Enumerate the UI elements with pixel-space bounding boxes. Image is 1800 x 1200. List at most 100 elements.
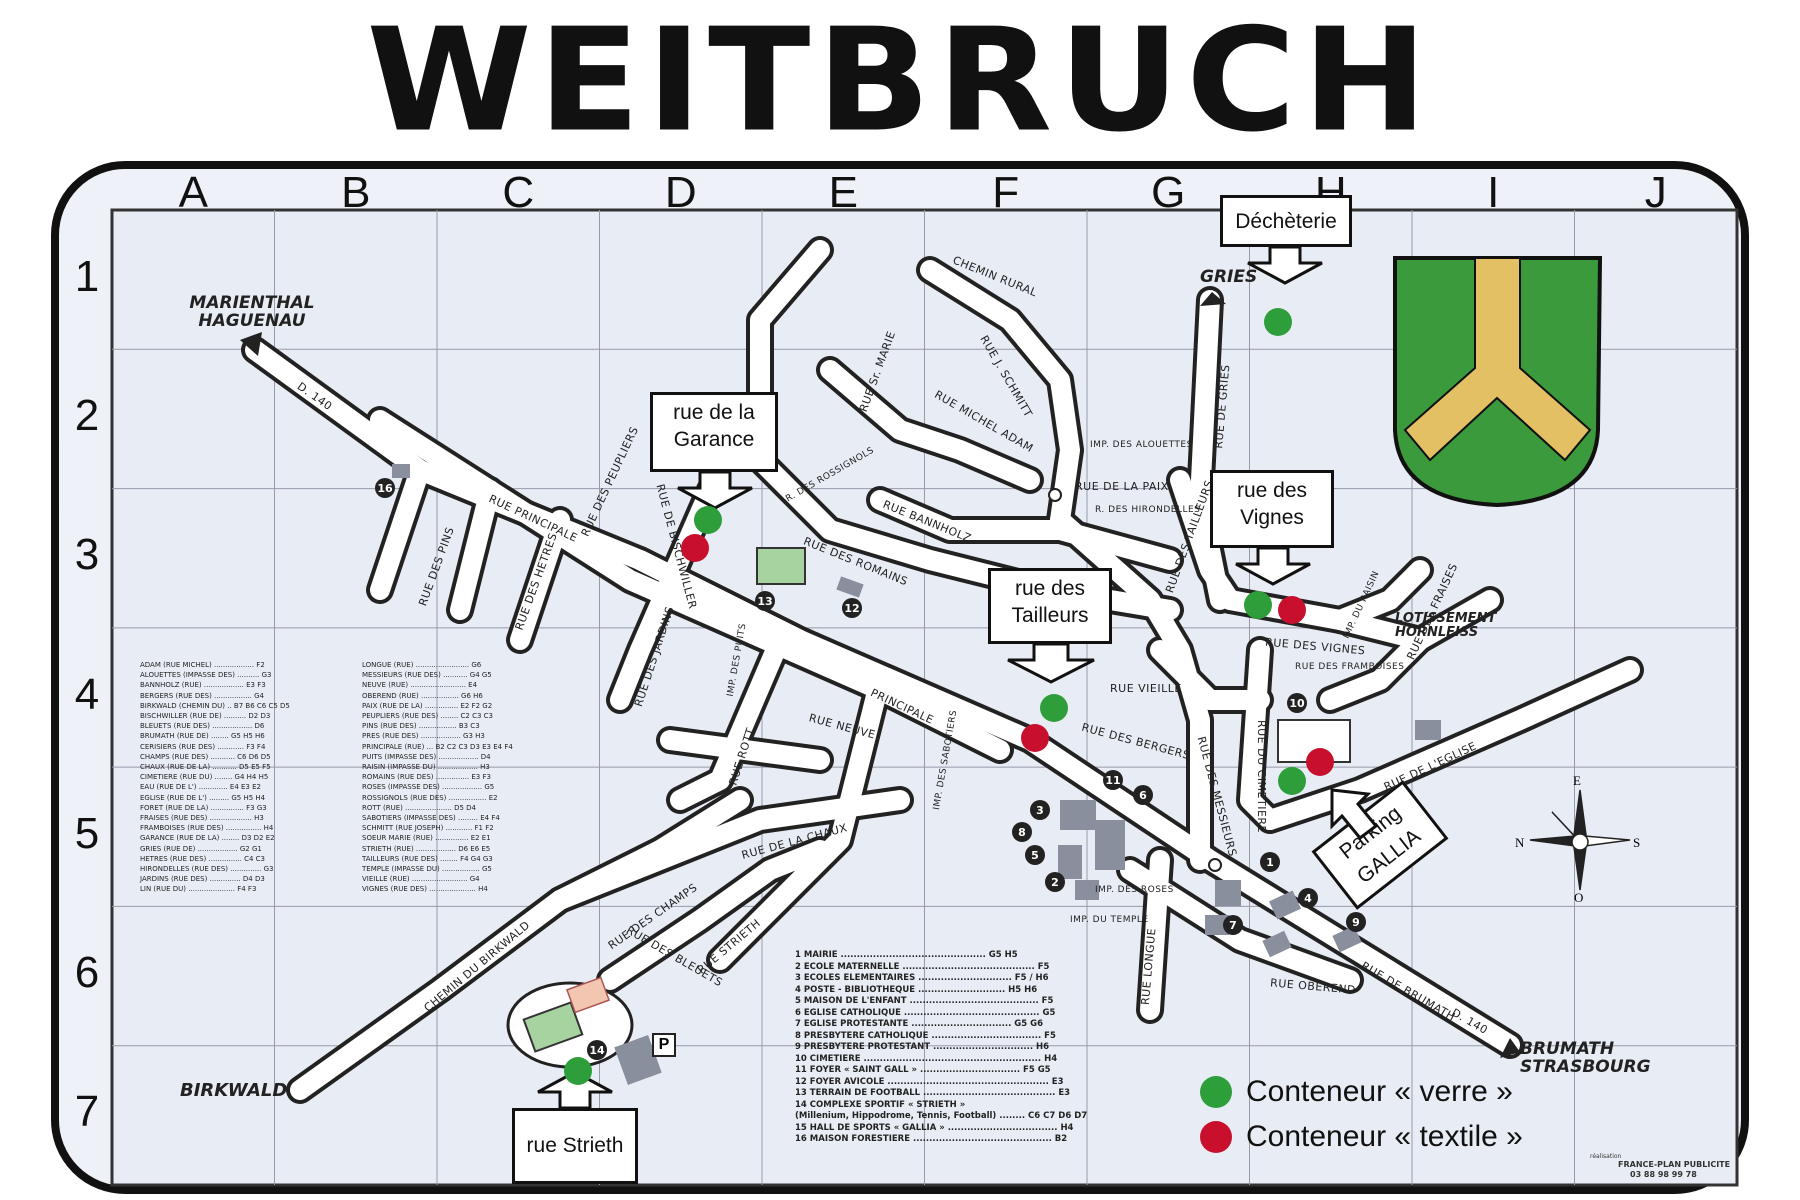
poi-marker-circle xyxy=(1223,915,1243,935)
street-imp-des-alouettes: IMP. DES ALOUETTES xyxy=(1090,440,1193,450)
weitbruch-crest xyxy=(1393,256,1603,508)
street-index-item: BANNHOLZ (RUE) .................. E3 F3 xyxy=(140,681,266,690)
compass-e: E xyxy=(1573,773,1581,788)
street-index-item: ROSES (IMPASSE DES) .................. G… xyxy=(362,783,495,792)
poi-marker-number: 12 xyxy=(844,602,859,615)
row-number: 6 xyxy=(74,948,100,998)
place-brumath: BRUMATH STRASBOURG xyxy=(1520,1039,1651,1077)
poi-marker-number: 10 xyxy=(1289,697,1305,710)
poi-list-item: 7 EGLISE PROTESTANTE ...................… xyxy=(795,1019,1044,1029)
street-index-item: FRAMBOISES (RUE DES) ................ H4 xyxy=(140,824,274,833)
poi-marker-number: 14 xyxy=(589,1044,605,1057)
street-index-right: LONGUE (RUE) ........................ G6… xyxy=(362,660,513,895)
street-index-item: CHAUX (RUE DE LA) ........... D5 E5 F5 xyxy=(140,763,271,772)
arrow-vignes xyxy=(1235,548,1311,586)
legend-textile-label: Conteneur « textile » xyxy=(1246,1120,1523,1153)
row-number: 2 xyxy=(74,390,100,440)
poi-marker-6: 6 xyxy=(1133,785,1153,805)
poi-marker-number: 4 xyxy=(1304,892,1312,905)
publisher-phone: 03 88 98 99 78 xyxy=(1630,1170,1697,1179)
tennis-courts xyxy=(566,976,610,1014)
poi-marker-circle xyxy=(1045,872,1065,892)
street-index-item: GARANCE (RUE DE LA) ........ D3 D2 E2 xyxy=(140,834,275,843)
street-index-item: BLEUETS (RUE DES) .................. D6 xyxy=(140,722,265,731)
street-index-item: BERGERS (RUE DES) ................. G4 xyxy=(140,691,264,700)
street-index-item: ADAM (RUE MICHEL) .................. F2 xyxy=(140,661,265,669)
street-index-item: BRUMATH (RUE DE) ........ G5 H5 H6 xyxy=(140,732,265,741)
poi-marker-number: 5 xyxy=(1031,849,1039,862)
street-index-item: ROMAINS (RUE DES) ............... E3 F3 xyxy=(362,773,491,782)
poi-marker-number: 13 xyxy=(757,595,772,608)
arrow-decheterie xyxy=(1247,247,1323,285)
legend-verre: Conteneur « verre » xyxy=(1200,1075,1513,1109)
compass-o: O xyxy=(1574,890,1584,905)
row-number: 4 xyxy=(74,669,100,719)
street-index-item: VIEILLE (RUE) ......................... … xyxy=(362,875,480,884)
poi-list-item: 13 TERRAIN DE FOOTBALL .................… xyxy=(795,1088,1071,1098)
street-index-item: EGLISE (RUE DE L') ......... G5 H5 H4 xyxy=(140,793,266,802)
roundabout-brumath xyxy=(1208,858,1222,872)
poi-marker-1: 1 xyxy=(1260,852,1280,872)
poi-marker-circle xyxy=(1012,822,1032,842)
street-rue-des-hirondelles: R. DES HIRONDELLES xyxy=(1095,505,1201,515)
row-number: 3 xyxy=(74,530,100,580)
street-index-item: ROSSIGNOLS (RUE DES) ................. E… xyxy=(362,793,498,802)
street-index-item: VIGNES (RUE DES) ..................... H… xyxy=(362,885,488,894)
poi-list-item: 11 FOYER « SAINT GALL » ................… xyxy=(795,1065,1051,1075)
column-letter: D xyxy=(664,168,697,217)
column-letter: B xyxy=(341,168,371,217)
place-lotissement: LOTISSEMENT HORNLEISS xyxy=(1395,611,1497,640)
poi-marker-7: 7 xyxy=(1223,915,1243,935)
column-letter: A xyxy=(178,168,208,217)
street-index-item: LONGUE (RUE) ........................ G6 xyxy=(362,661,482,669)
poi-marker-14: 14 xyxy=(587,1040,607,1060)
poi-marker-number: 6 xyxy=(1139,789,1147,802)
street-index-item: PRINCIPALE (RUE) ... B2 C2 C3 D3 E3 E4 F… xyxy=(362,742,513,751)
callout-strieth: rue Strieth xyxy=(512,1108,638,1184)
poi-marker-circle xyxy=(1260,852,1280,872)
poi-marker-circle xyxy=(1030,800,1050,820)
poi-list-item: 5 MAISON DE L'ENFANT ...................… xyxy=(795,996,1054,1006)
buildings xyxy=(392,464,1441,1085)
street-rue-vieille: RUE VIEILLE xyxy=(1110,682,1182,695)
street-index-item: HIRONDELLES (RUE DES) .............. G3 xyxy=(140,865,274,874)
poi-marker-circle xyxy=(1025,845,1045,865)
street-index-item: JARDINS (RUE DES) .............. D4 D3 xyxy=(140,875,265,884)
street-index-item: PAIX (RUE DE LA) ............... E2 F2 G… xyxy=(362,701,493,710)
poi-list-item: 1 MAIRIE ...............................… xyxy=(795,950,1018,960)
poi-marker-circle xyxy=(1346,912,1366,932)
street-index-item: TAILLEURS (RUE DES) ........ F4 G4 G3 xyxy=(362,854,493,863)
poi-marker-circle xyxy=(842,598,862,618)
street-index-item: HETRES (RUE DES) ............... C4 C3 xyxy=(140,854,266,863)
poi-marker-9: 9 xyxy=(1346,912,1366,932)
street-index-item: SCHMITT (RUE JOSEPH) ............ F1 F2 xyxy=(362,824,494,833)
street-index-item: SOEUR MARIE (RUE) ............... E2 E1 xyxy=(362,834,491,843)
arrow-tailleurs xyxy=(1007,644,1095,684)
legend-textile-dot xyxy=(1200,1121,1232,1153)
poi-list-item: 10 CIMETIERE ...........................… xyxy=(795,1053,1058,1064)
column-letter: C xyxy=(502,168,535,217)
poi-marker-circle xyxy=(1133,785,1153,805)
street-index-item: OBEREND (RUE) ................. G6 H6 xyxy=(362,691,483,700)
poi-list-item: 9 PRESBYTERE PROTESTANT ................… xyxy=(795,1042,1050,1052)
callout-garance: rue de la Garance xyxy=(650,392,778,472)
poi-list-item: 2 ECOLE MATERNELLE .....................… xyxy=(795,961,1050,972)
realisation-label: réalisation xyxy=(1590,1153,1622,1160)
street-index-item: PUITS (IMPASSE DES) .................. D… xyxy=(362,752,491,761)
roundabout-paix xyxy=(1048,488,1062,502)
street-rue-du-cimetiere: RUE DU CIMETIERE xyxy=(1255,719,1269,834)
poi-list-item: 16 MAISON FORESTIERE ...................… xyxy=(795,1134,1068,1144)
street-index-item: PEUPLIERS (RUE DES) ........ C2 C3 C3 xyxy=(362,712,493,721)
street-index-item: RAISIN (IMPASSE DU) .................. H… xyxy=(362,763,490,772)
poi-marker-number: 16 xyxy=(377,482,393,495)
place-birkwald: BIRKWALD xyxy=(180,1080,288,1101)
poi-list-item: (Millenium, Hippodrome, Tennis, Football… xyxy=(795,1111,1088,1121)
street-index-item: CHAMPS (RUE DES) ........... C6 D6 D5 xyxy=(140,752,271,761)
street-index-item: FORET (RUE DE LA) ............... F3 G3 xyxy=(140,803,267,812)
compass-n: N xyxy=(1515,835,1525,850)
poi-marker-2: 2 xyxy=(1045,872,1065,892)
row-number: 5 xyxy=(74,808,100,858)
street-index-item: BISCHWILLER (RUE DE) .......... D2 D3 xyxy=(140,712,271,721)
poi-marker-5: 5 xyxy=(1025,845,1045,865)
